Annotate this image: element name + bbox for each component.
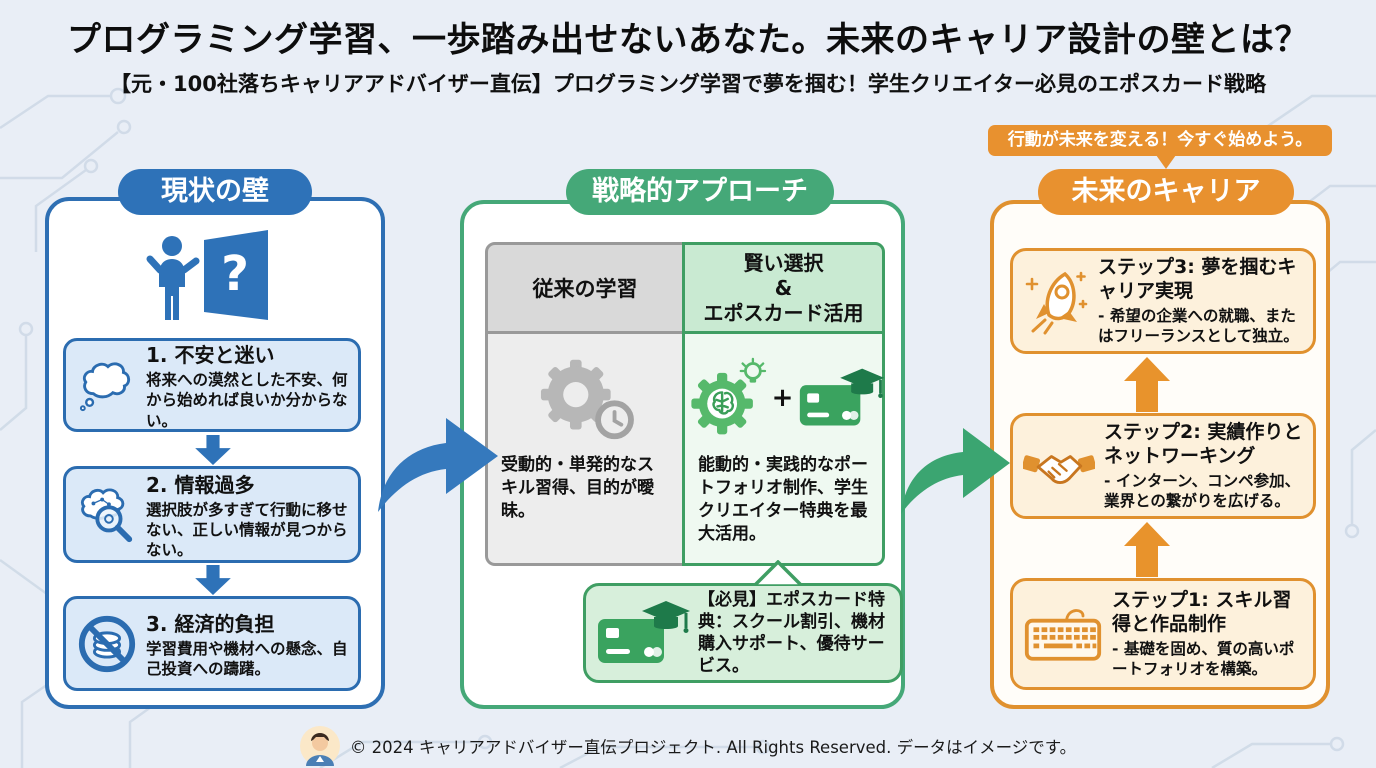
page-title: プログラミング学習、一歩踏み出せないあなた。未来のキャリア設計の壁とは？ xyxy=(67,20,1309,60)
keyboard-icon xyxy=(1023,603,1103,665)
step-3-box: ステップ3: 夢を掴むキャリア実現 - 希望の企業への就職、またはフリーランスと… xyxy=(1010,248,1316,354)
no-money-icon xyxy=(76,613,138,675)
step-title: ステップ1: スキル習得と作品制作 xyxy=(1112,589,1292,635)
step-title: ステップ2: 実績作りとネットワーキング xyxy=(1104,421,1303,467)
callout-tail xyxy=(752,560,804,586)
up-arrow-icon xyxy=(1124,522,1170,577)
wall-item-overload: 2. 情報過多 選択肢が多すぎて行動に移せない、正しい情報が見つからない。 xyxy=(63,466,361,563)
strategic-approach-panel: 従来の学習 賢い選択 & エポスカード活用 xyxy=(460,200,905,709)
cta-banner-tail xyxy=(1156,155,1176,169)
right-swoosh-arrow-blue xyxy=(378,418,498,512)
heading-strategic-approach: 戦略的アプローチ xyxy=(566,169,834,215)
rocket-icon xyxy=(1023,265,1089,337)
plus-sign: + xyxy=(771,383,794,413)
cell-smart-choice: + 能動的・実践的なポートフォリオ制作、学生クリエイター特典を最大活用。 xyxy=(682,334,885,566)
card-graduation-icon xyxy=(800,368,885,426)
traditional-learning-text: 受動的・単発的なスキル習得、目的が曖昧。 xyxy=(501,455,654,521)
advisor-avatar-icon xyxy=(299,726,340,766)
thought-cloud-icon xyxy=(76,358,138,412)
step-desc: - 希望の企業への就職、またはフリーランスとして独立。 xyxy=(1098,306,1299,345)
wall-item-cost: 3. 経済的負担 学習費用や機材への懸念、自己投資への躊躇。 xyxy=(63,596,361,691)
comparison-table: 従来の学習 賢い選択 & エポスカード活用 xyxy=(485,242,885,566)
current-walls-panel: ? 1. 不安と迷い 将来への漠然とした不安、何から始めれば良いか分からない。 xyxy=(45,197,385,709)
page-subtitle: 【元・100社落ちキャリアアドバイザー直伝】プログラミング学習で夢を掴む！学生ク… xyxy=(110,72,1266,96)
door-question-mark: ? xyxy=(221,246,249,302)
col-header-traditional: 従来の学習 xyxy=(485,242,685,334)
epos-benefits-text: 【必見】エポスカード特典：スクール割引、機材購入サポート、優待サービス。 xyxy=(698,589,885,677)
gear-clock-icon xyxy=(540,359,634,440)
cell-traditional-learning: 受動的・単発的なスキル習得、目的が曖昧。 xyxy=(485,334,685,566)
step-desc: - インターン、コンペ参加、業界との繋がりを広げる。 xyxy=(1104,471,1301,510)
wall-item-anxiety: 1. 不安と迷い 将来への漠然とした不安、何から始めれば良いか分からない。 xyxy=(63,338,361,432)
card-graduation-icon xyxy=(596,595,692,671)
heading-future-career: 未来のキャリア xyxy=(1038,169,1294,215)
step-1-box: ステップ1: スキル習得と作品制作 - 基礎を固め、質の高いポートフォリオを構築… xyxy=(1010,578,1316,690)
down-arrow-icon xyxy=(195,565,231,595)
up-arrow-icon xyxy=(1124,357,1170,412)
step-2-box: ステップ2: 実績作りとネットワーキング - インターン、コンペ参加、業界との繋… xyxy=(1010,413,1316,519)
smart-choice-text: 能動的・実践的なポートフォリオ制作、学生クリエイター特典を最大活用。 xyxy=(698,455,868,544)
step-desc: - 基礎を固め、質の高いポートフォリオを構築。 xyxy=(1112,639,1295,678)
wall-item-title: 1. 不安と迷い xyxy=(146,343,275,368)
info-search-icon xyxy=(76,486,138,544)
step-title: ステップ3: 夢を掴むキャリア実現 xyxy=(1098,256,1297,302)
wall-item-title: 3. 経済的負担 xyxy=(146,611,275,636)
col-header-smart-choice: 賢い選択 & エポスカード活用 xyxy=(682,242,885,334)
question-door-icon: ? xyxy=(146,230,268,320)
cta-banner: 行動が未来を変える！今すぐ始めよう。 xyxy=(988,125,1332,156)
down-arrow-icon xyxy=(195,435,231,465)
footer: © 2024 キャリアアドバイザー直伝プロジェクト. All Rights Re… xyxy=(0,724,1376,768)
right-swoosh-arrow-green xyxy=(901,428,1010,514)
wall-item-desc: 学習費用や機材への懸念、自己投資への躊躇。 xyxy=(146,639,348,678)
handshake-icon xyxy=(1023,439,1095,493)
brain-gear-icon xyxy=(690,357,766,435)
footer-text: © 2024 キャリアアドバイザー直伝プロジェクト. All Rights Re… xyxy=(349,738,1077,757)
wall-item-desc: 将来への漠然とした不安、何から始めれば良いか分からない。 xyxy=(146,371,348,430)
epos-benefits-callout: 【必見】エポスカード特典：スクール割引、機材購入サポート、優待サービス。 xyxy=(583,560,903,683)
wall-item-desc: 選択肢が多すぎて行動に移せない、正しい情報が見つからない。 xyxy=(146,500,348,560)
heading-current-walls: 現状の壁 xyxy=(118,169,312,215)
wall-item-title: 2. 情報過多 xyxy=(146,472,255,497)
future-career-panel: ステップ3: 夢を掴むキャリア実現 - 希望の企業への就職、またはフリーランスと… xyxy=(990,200,1330,709)
